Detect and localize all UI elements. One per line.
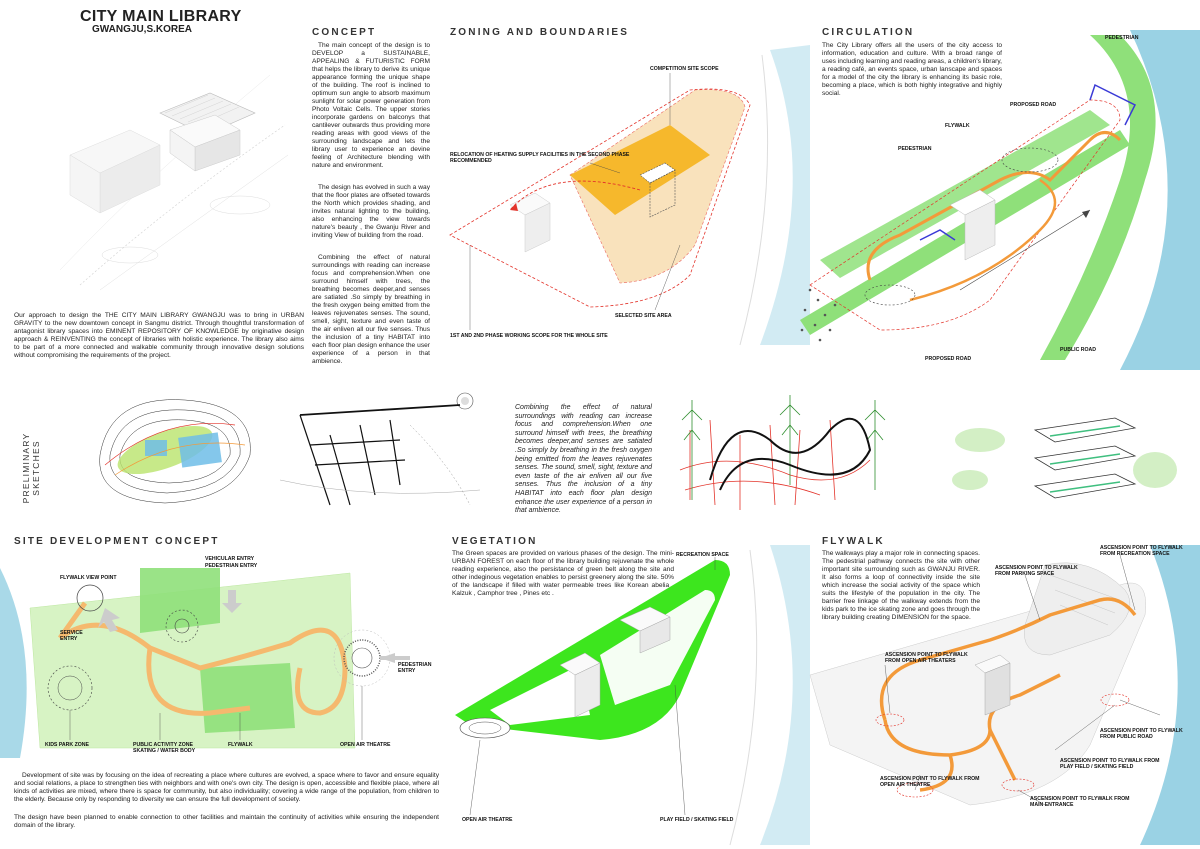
zoning-diagram bbox=[449, 45, 810, 346]
site-paragraph-2: The design have been planned to enable c… bbox=[14, 814, 439, 829]
sketch-site-plan bbox=[99, 399, 251, 504]
hero-building-render bbox=[59, 74, 289, 291]
site-boundary bbox=[449, 88, 751, 308]
label-proposed-road-top: PROPOSED ROAD bbox=[1010, 102, 1057, 108]
page-subtitle: GWANGJU,S.KOREA bbox=[92, 24, 193, 35]
label-public-activity: PUBLIC ACTIVITY ZONE SKATING / WATER BOD… bbox=[133, 742, 196, 754]
vegetation-text: The Green spaces are provided on various… bbox=[452, 550, 674, 597]
page-title: CITY MAIN LIBRARY bbox=[80, 8, 242, 25]
label-ascension-public-road: ASCENSION POINT TO FLYWALK FROM PUBLIC R… bbox=[1100, 728, 1183, 740]
sketches-text: Combining the effect of natural surround… bbox=[515, 404, 652, 515]
label-ascension-recreation: ASCENSION POINT TO FLYWALK FROM RECREATI… bbox=[1100, 545, 1183, 557]
flywalk-diagram bbox=[809, 545, 1200, 845]
label-pedestrian-left: PEDESTRIAN bbox=[898, 146, 932, 152]
label-play-field-veg: PLAY FIELD / SKATING FIELD bbox=[660, 817, 734, 823]
label-ascension-open-air-top: ASCENSION POINT TO FLYWALK FROM OPEN AIR… bbox=[885, 652, 968, 664]
vegetation-diagram bbox=[455, 545, 810, 846]
site-paragraph-1: Development of site was by focusing on t… bbox=[14, 772, 439, 803]
label-ascension-open-air-bottom: ASCENSION POINT TO FLYWALK FROM OPEN AIR… bbox=[880, 776, 980, 788]
label-pedestrian-entry: PEDESTRIAN ENTRY bbox=[398, 662, 432, 674]
label-public-road: PUBLIC ROAD bbox=[1060, 347, 1097, 353]
sketch-section bbox=[279, 392, 481, 506]
circulation-text: The City Library offers all the users of… bbox=[822, 42, 1003, 97]
flywalk-orange bbox=[58, 622, 348, 716]
flywalk-path bbox=[866, 131, 1122, 281]
label-recreation-space: RECREATION SPACE bbox=[676, 552, 729, 558]
site-plan-diagram bbox=[0, 568, 410, 758]
selected-zone bbox=[570, 125, 710, 215]
label-pedestrian-entry-top: PEDESTRIAN ENTRY bbox=[205, 563, 258, 569]
label-flywalk-view: FLYWALK VIEW POINT bbox=[60, 575, 117, 581]
sketch-trees bbox=[679, 395, 886, 510]
label-ascension-play: ASCENSION POINT TO FLYWALK FROM PLAY FIE… bbox=[1060, 758, 1160, 770]
label-relocation: RELOCATION OF HEATING SUPPLY FACILITIES … bbox=[450, 152, 630, 164]
label-open-air-veg: OPEN AIR THEATRE bbox=[462, 817, 513, 823]
concept-paragraph-3: Combining the effect of natural surround… bbox=[312, 254, 430, 365]
flywalk-text: The walkways play a major role in connec… bbox=[822, 550, 980, 621]
flywalk-orange-path bbox=[879, 597, 1137, 721]
circulation-diagram bbox=[800, 30, 1200, 370]
label-phase-scope: 1ST AND 2ND PHASE WORKING SCOPE FOR THE … bbox=[450, 333, 608, 339]
label-proposed-road-bottom: PROPOSED ROAD bbox=[925, 356, 972, 362]
vegetation-heading: VEGETATION bbox=[452, 536, 538, 547]
river bbox=[1120, 30, 1200, 370]
label-pedestrian-top: PEDESTRIAN bbox=[1105, 35, 1139, 41]
river bbox=[1140, 545, 1200, 845]
intro-text: Our approach to design the THE CITY MAIN… bbox=[14, 312, 304, 359]
sketch-floor-plates bbox=[952, 417, 1177, 499]
label-competition-site: COMPETITION SITE SCOPE bbox=[650, 66, 719, 72]
label-vehicular-entry: VEHICULAR ENTRY bbox=[205, 556, 255, 562]
label-ascension-parking: ASCENSION POINT TO FLYWALK FROM PARKING … bbox=[995, 565, 1078, 577]
label-service-entry: SERVICE ENTRY bbox=[60, 630, 83, 642]
sketches-heading: PRELIMINARY SKETCHES bbox=[21, 432, 41, 504]
label-kids-park: KIDS PARK ZONE bbox=[45, 742, 89, 748]
concept-paragraph-1: The main concept of the design is to DEV… bbox=[312, 42, 430, 169]
label-selected-site: SELECTED SITE AREA bbox=[615, 313, 672, 319]
circulation-heading: CIRCULATION bbox=[822, 27, 915, 38]
zoning-heading: ZONING AND BOUNDARIES bbox=[450, 27, 630, 38]
river bbox=[760, 45, 810, 345]
concept-heading: CONCEPT bbox=[312, 27, 377, 38]
label-flywalk-site: FLYWALK bbox=[228, 742, 253, 748]
public-road bbox=[1040, 35, 1156, 360]
river bbox=[760, 545, 810, 845]
concept-paragraph-2: The design has evolved in such a way tha… bbox=[312, 184, 430, 239]
site-heading: SITE DEVELOPMENT CONCEPT bbox=[14, 536, 220, 547]
river bbox=[0, 568, 27, 758]
label-ascension-main: ASCENSION POINT TO FLYWALK FROM MAIN ENT… bbox=[1030, 796, 1130, 808]
label-flywalk-circulation: FLYWALK bbox=[945, 123, 970, 129]
flywalk-heading: FLYWALK bbox=[822, 536, 885, 547]
site-outline bbox=[809, 99, 1121, 331]
label-open-air-site: OPEN AIR THEATRE bbox=[340, 742, 391, 748]
